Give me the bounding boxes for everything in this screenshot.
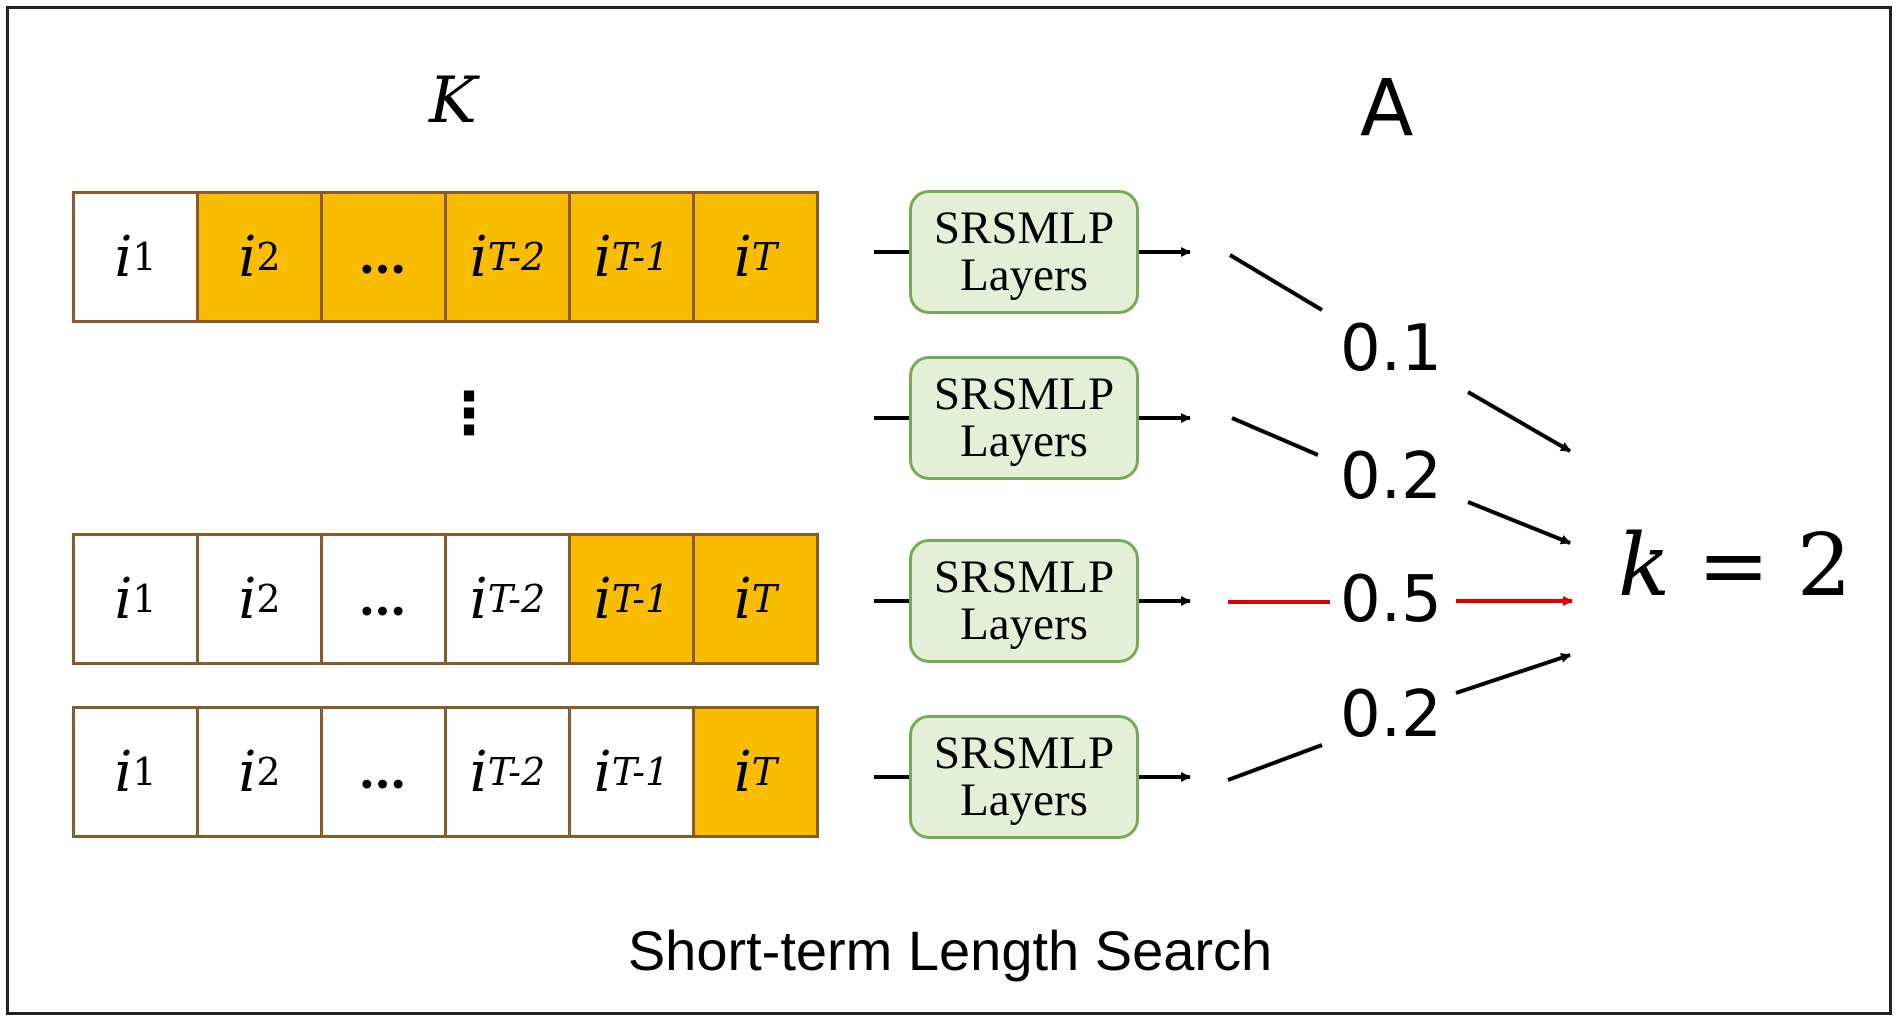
srsmlp-layers-box-1: SRSMLP Layers [909, 190, 1139, 314]
layer-box-line1: SRSMLP [933, 727, 1115, 779]
cell-subscript: 1 [132, 235, 157, 279]
cell-subscript: T-2 [487, 750, 546, 794]
diagram-caption: Short-term Length Search [627, 919, 1273, 982]
layer-box-line2: Layers [960, 249, 1088, 301]
cell-item-label: … [358, 571, 409, 627]
cell-subscript: T-1 [611, 235, 670, 279]
srsmlp-layers-box-4: SRSMLP Layers [909, 715, 1139, 839]
cell-item-label: i [238, 224, 257, 290]
layer-box-line2: Layers [960, 598, 1088, 650]
cell-subscript: T-2 [487, 577, 546, 621]
cell-item-label: i [469, 739, 488, 805]
cell-item-label: i [593, 566, 612, 632]
weight-out-arrow-1 [1466, 390, 1572, 453]
layer-box-line1: SRSMLP [933, 368, 1115, 420]
cell-subscript: 1 [132, 750, 157, 794]
weight-value-1: 0.1 [1334, 312, 1448, 386]
cell-item-label: i [114, 566, 133, 632]
weight-value-3: 0.5 [1334, 563, 1448, 637]
cell-item-label: i [733, 739, 752, 805]
diagram-frame [6, 6, 1892, 1015]
cell-subscript: T-1 [611, 577, 670, 621]
weight-in-line-1 [1228, 253, 1324, 312]
cell-subscript: 2 [256, 235, 281, 279]
cell-subscript: T-2 [487, 235, 546, 279]
cell-item-label: i [469, 566, 488, 632]
layer-box-line1: SRSMLP [933, 202, 1115, 254]
cell-subscript: T-1 [611, 750, 670, 794]
cell-item-label: i [733, 566, 752, 632]
cell-item-label: i [593, 224, 612, 290]
weight-out-arrow-4 [1455, 653, 1571, 695]
cell-item-label: i [238, 739, 257, 805]
srsmlp-layers-box-3: SRSMLP Layers [909, 539, 1139, 663]
weight-value-4: 0.2 [1334, 678, 1448, 752]
weight-in-line-4 [1227, 743, 1323, 782]
cell-item-label: i [469, 224, 488, 290]
weight-out-arrow-2 [1467, 500, 1571, 545]
srsmlp-layers-box-2: SRSMLP Layers [909, 356, 1139, 480]
k-header: K [429, 64, 477, 138]
cell-subscript: 2 [256, 750, 281, 794]
cell-item-label: i [114, 739, 133, 805]
sequence-cell: … [320, 706, 447, 838]
layer-box-line1: SRSMLP [933, 551, 1115, 603]
a-header: A [1360, 64, 1414, 154]
result-equation: k = 2 [1618, 516, 1852, 616]
result-variable: k [1618, 516, 1671, 616]
weight-value-2: 0.2 [1334, 440, 1448, 514]
cell-subscript: 2 [256, 577, 281, 621]
layer-box-line2: Layers [960, 415, 1088, 467]
cell-item-label: i [733, 224, 752, 290]
result-value: = 2 [1670, 516, 1852, 616]
cell-subscript: T [751, 577, 778, 621]
cell-item-label: i [114, 224, 133, 290]
cell-item-label: … [358, 744, 409, 800]
cell-item-label: i [593, 739, 612, 805]
cell-subscript: T [751, 750, 778, 794]
weight-in-line-2 [1231, 416, 1319, 457]
cell-item-label: i [238, 566, 257, 632]
layer-box-line2: Layers [960, 774, 1088, 826]
cell-subscript: 1 [132, 577, 157, 621]
cell-item-label: … [358, 229, 409, 285]
cell-subscript: T [751, 235, 778, 279]
